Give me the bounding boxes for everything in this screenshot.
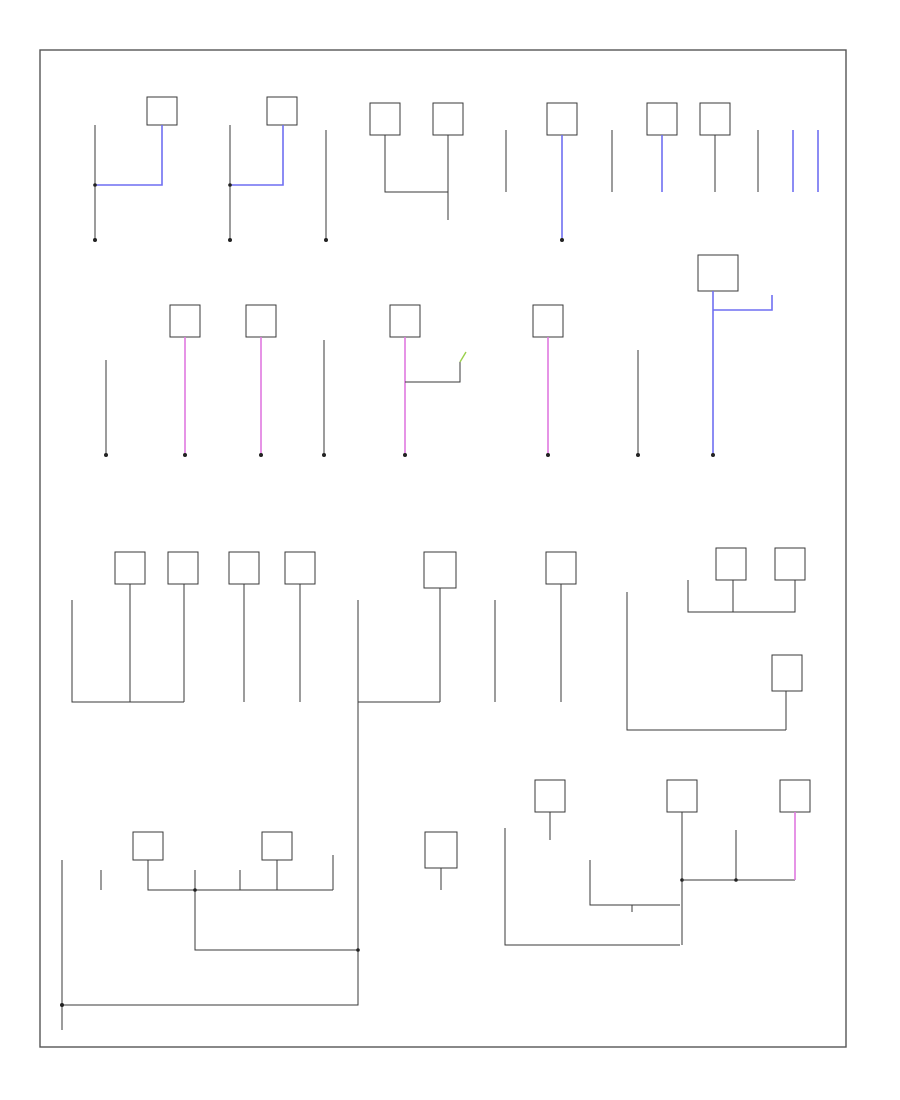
component-box — [715, 547, 747, 581]
row-3-ground-circuits — [71, 547, 806, 955]
component-box — [432, 102, 464, 136]
component-box — [369, 102, 401, 136]
row-4-ground-circuits — [60, 779, 811, 1030]
component-box — [697, 254, 739, 292]
component-box — [424, 831, 458, 869]
component-box — [699, 102, 731, 136]
component-box — [779, 779, 811, 813]
component-box — [228, 551, 260, 585]
component-box — [774, 547, 806, 581]
component-box — [423, 551, 457, 589]
component-box — [284, 551, 316, 585]
component-box — [169, 304, 201, 338]
component-box — [771, 654, 803, 692]
row-2-ground-circuits — [104, 254, 773, 457]
component-box — [546, 102, 578, 136]
component-box — [266, 96, 298, 126]
component-box — [532, 304, 564, 338]
component-box — [261, 831, 293, 861]
component-box — [646, 102, 678, 136]
component-box — [545, 551, 577, 585]
component-box — [534, 779, 566, 813]
row-1-ground-circuits — [93, 96, 819, 242]
component-box — [666, 779, 698, 813]
component-box — [114, 551, 146, 585]
component-box — [146, 96, 178, 126]
component-box — [167, 551, 199, 585]
diagram-frame — [39, 49, 847, 1048]
component-box — [389, 304, 421, 338]
component-box — [132, 831, 164, 861]
component-box — [245, 304, 277, 338]
